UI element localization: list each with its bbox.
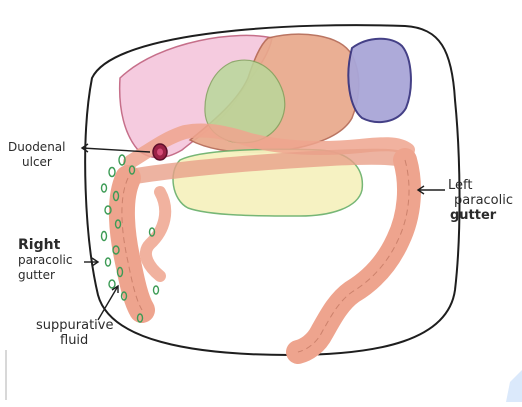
label-left-line-1: Left xyxy=(448,178,513,193)
ascending-colon xyxy=(122,178,142,310)
label-fluid-line-1: suppurative xyxy=(36,318,113,333)
label-duodenal-ulcer: Duodenal ulcer xyxy=(8,140,65,170)
label-duodenal-line-1: Duodenal xyxy=(8,140,65,155)
label-left-line-2: paracolic xyxy=(448,193,513,208)
label-right-line-1: Right xyxy=(18,238,72,253)
colon-loop xyxy=(146,192,165,276)
label-right-line-2: paracolic xyxy=(18,253,72,268)
corner-mark xyxy=(506,370,522,402)
label-right-line-3: gutter xyxy=(18,268,72,283)
label-suppurative-fluid: suppurative fluid xyxy=(36,318,113,348)
label-left-line-3: gutter xyxy=(448,208,513,223)
label-duodenal-line-2: ulcer xyxy=(8,155,65,170)
spleen xyxy=(348,39,411,122)
label-fluid-line-2: fluid xyxy=(36,333,113,348)
ulcer-center xyxy=(157,149,163,156)
label-right-paracolic-gutter: Right paracolic gutter xyxy=(18,238,72,283)
label-left-paracolic-gutter: Left paracolic gutter xyxy=(448,178,513,223)
